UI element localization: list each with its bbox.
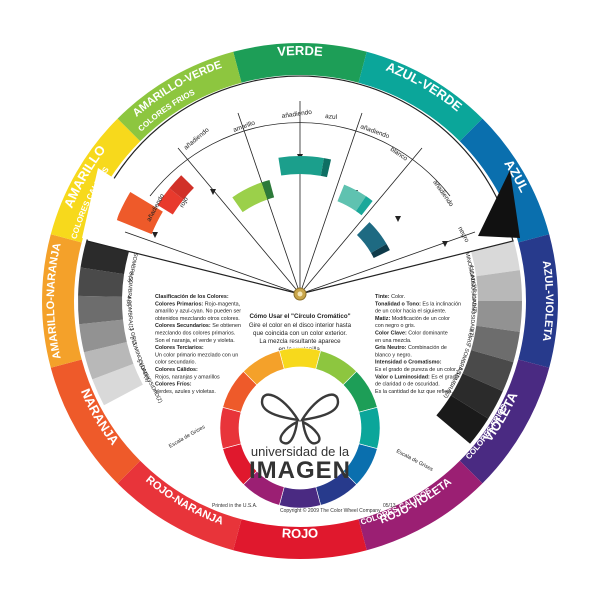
definitions-text: Tinte: Color.Tonalidad o Tono: Es la inc… <box>375 294 461 395</box>
gray-swatch <box>79 319 127 353</box>
mix-swatch <box>261 180 275 200</box>
how-to-use-title: Cómo Usar el "Círculo Cromático" <box>249 313 350 320</box>
gray-label-right: 6 GRIS <box>464 328 474 347</box>
ring-segment[interactable] <box>42 234 82 368</box>
pointer-label: añadiendo <box>281 109 312 120</box>
gray-swatch <box>77 295 123 325</box>
ring-segment[interactable] <box>358 460 483 551</box>
gray-swatch <box>462 350 514 392</box>
gray-swatch <box>80 239 129 275</box>
gray-swatch <box>476 270 522 301</box>
pointer-lines <box>124 101 476 295</box>
ring-label: ROJO <box>281 525 318 541</box>
mix-swatch <box>356 222 387 253</box>
logo-line-2: IMAGEN <box>249 457 351 484</box>
inner-wheel-segment <box>219 406 242 450</box>
pointer-label: azul <box>325 113 338 121</box>
gray-label-right: 5 LUMINOSIDAD(1) <box>468 289 477 338</box>
mix-swatches <box>82 156 520 259</box>
pivot-center <box>297 291 303 297</box>
mix-swatch <box>169 175 194 200</box>
ring-segment[interactable] <box>358 51 483 142</box>
mix-swatch <box>337 184 366 212</box>
gray-label-left: 3 GRIS <box>128 327 138 346</box>
footer-printed: Printed in the U.S.A. <box>212 503 257 509</box>
inner-wheel-segment <box>358 406 381 450</box>
ring-label: AZUL-VIOLETA <box>540 260 555 342</box>
gray-swatch <box>83 342 134 380</box>
mix-swatch <box>320 158 332 178</box>
classification-text: Clasificación de los Colores:Colores Pri… <box>155 294 241 395</box>
gray-swatch <box>78 267 125 297</box>
mix-swatch <box>157 188 184 215</box>
gray-label-left: 5 SOMBRA(2) <box>125 272 133 307</box>
logo-disc <box>239 367 361 489</box>
footer-date: 05/13 <box>383 503 396 509</box>
pointer-label: rojo <box>179 196 190 209</box>
ring-segment[interactable] <box>233 43 367 83</box>
mix-swatch <box>371 244 390 259</box>
gray-label-right: 4 LUMINOSIDAD(2) <box>468 265 477 314</box>
mix-swatch <box>116 192 163 235</box>
inner-wheel-segment <box>278 347 322 370</box>
ring-segment[interactable] <box>233 519 367 559</box>
mix-swatch <box>355 196 373 216</box>
ring-segment[interactable] <box>459 359 550 484</box>
butterfly-logo-icon <box>260 393 340 445</box>
mix-swatch <box>232 182 268 213</box>
mix-swatch <box>278 156 324 176</box>
ring-segment[interactable] <box>459 118 550 243</box>
gray-swatch <box>471 325 520 363</box>
ring-segment[interactable] <box>518 234 558 368</box>
gray-label-left: 4 SOMBRA(1) <box>125 296 133 331</box>
gray-swatch <box>476 301 522 332</box>
ring-segment[interactable] <box>50 359 141 484</box>
inner-wheel-segment <box>278 486 322 509</box>
footer-copyright: Copyright © 2009 The Color Wheel Company <box>280 507 381 514</box>
ring-segment[interactable] <box>117 51 242 142</box>
gray-swatch <box>450 373 503 419</box>
ring-label: VERDE <box>277 43 324 59</box>
ring-segment[interactable] <box>117 460 242 551</box>
gray-swatch <box>92 363 143 406</box>
logo-line-1: universidad de la <box>251 444 350 459</box>
